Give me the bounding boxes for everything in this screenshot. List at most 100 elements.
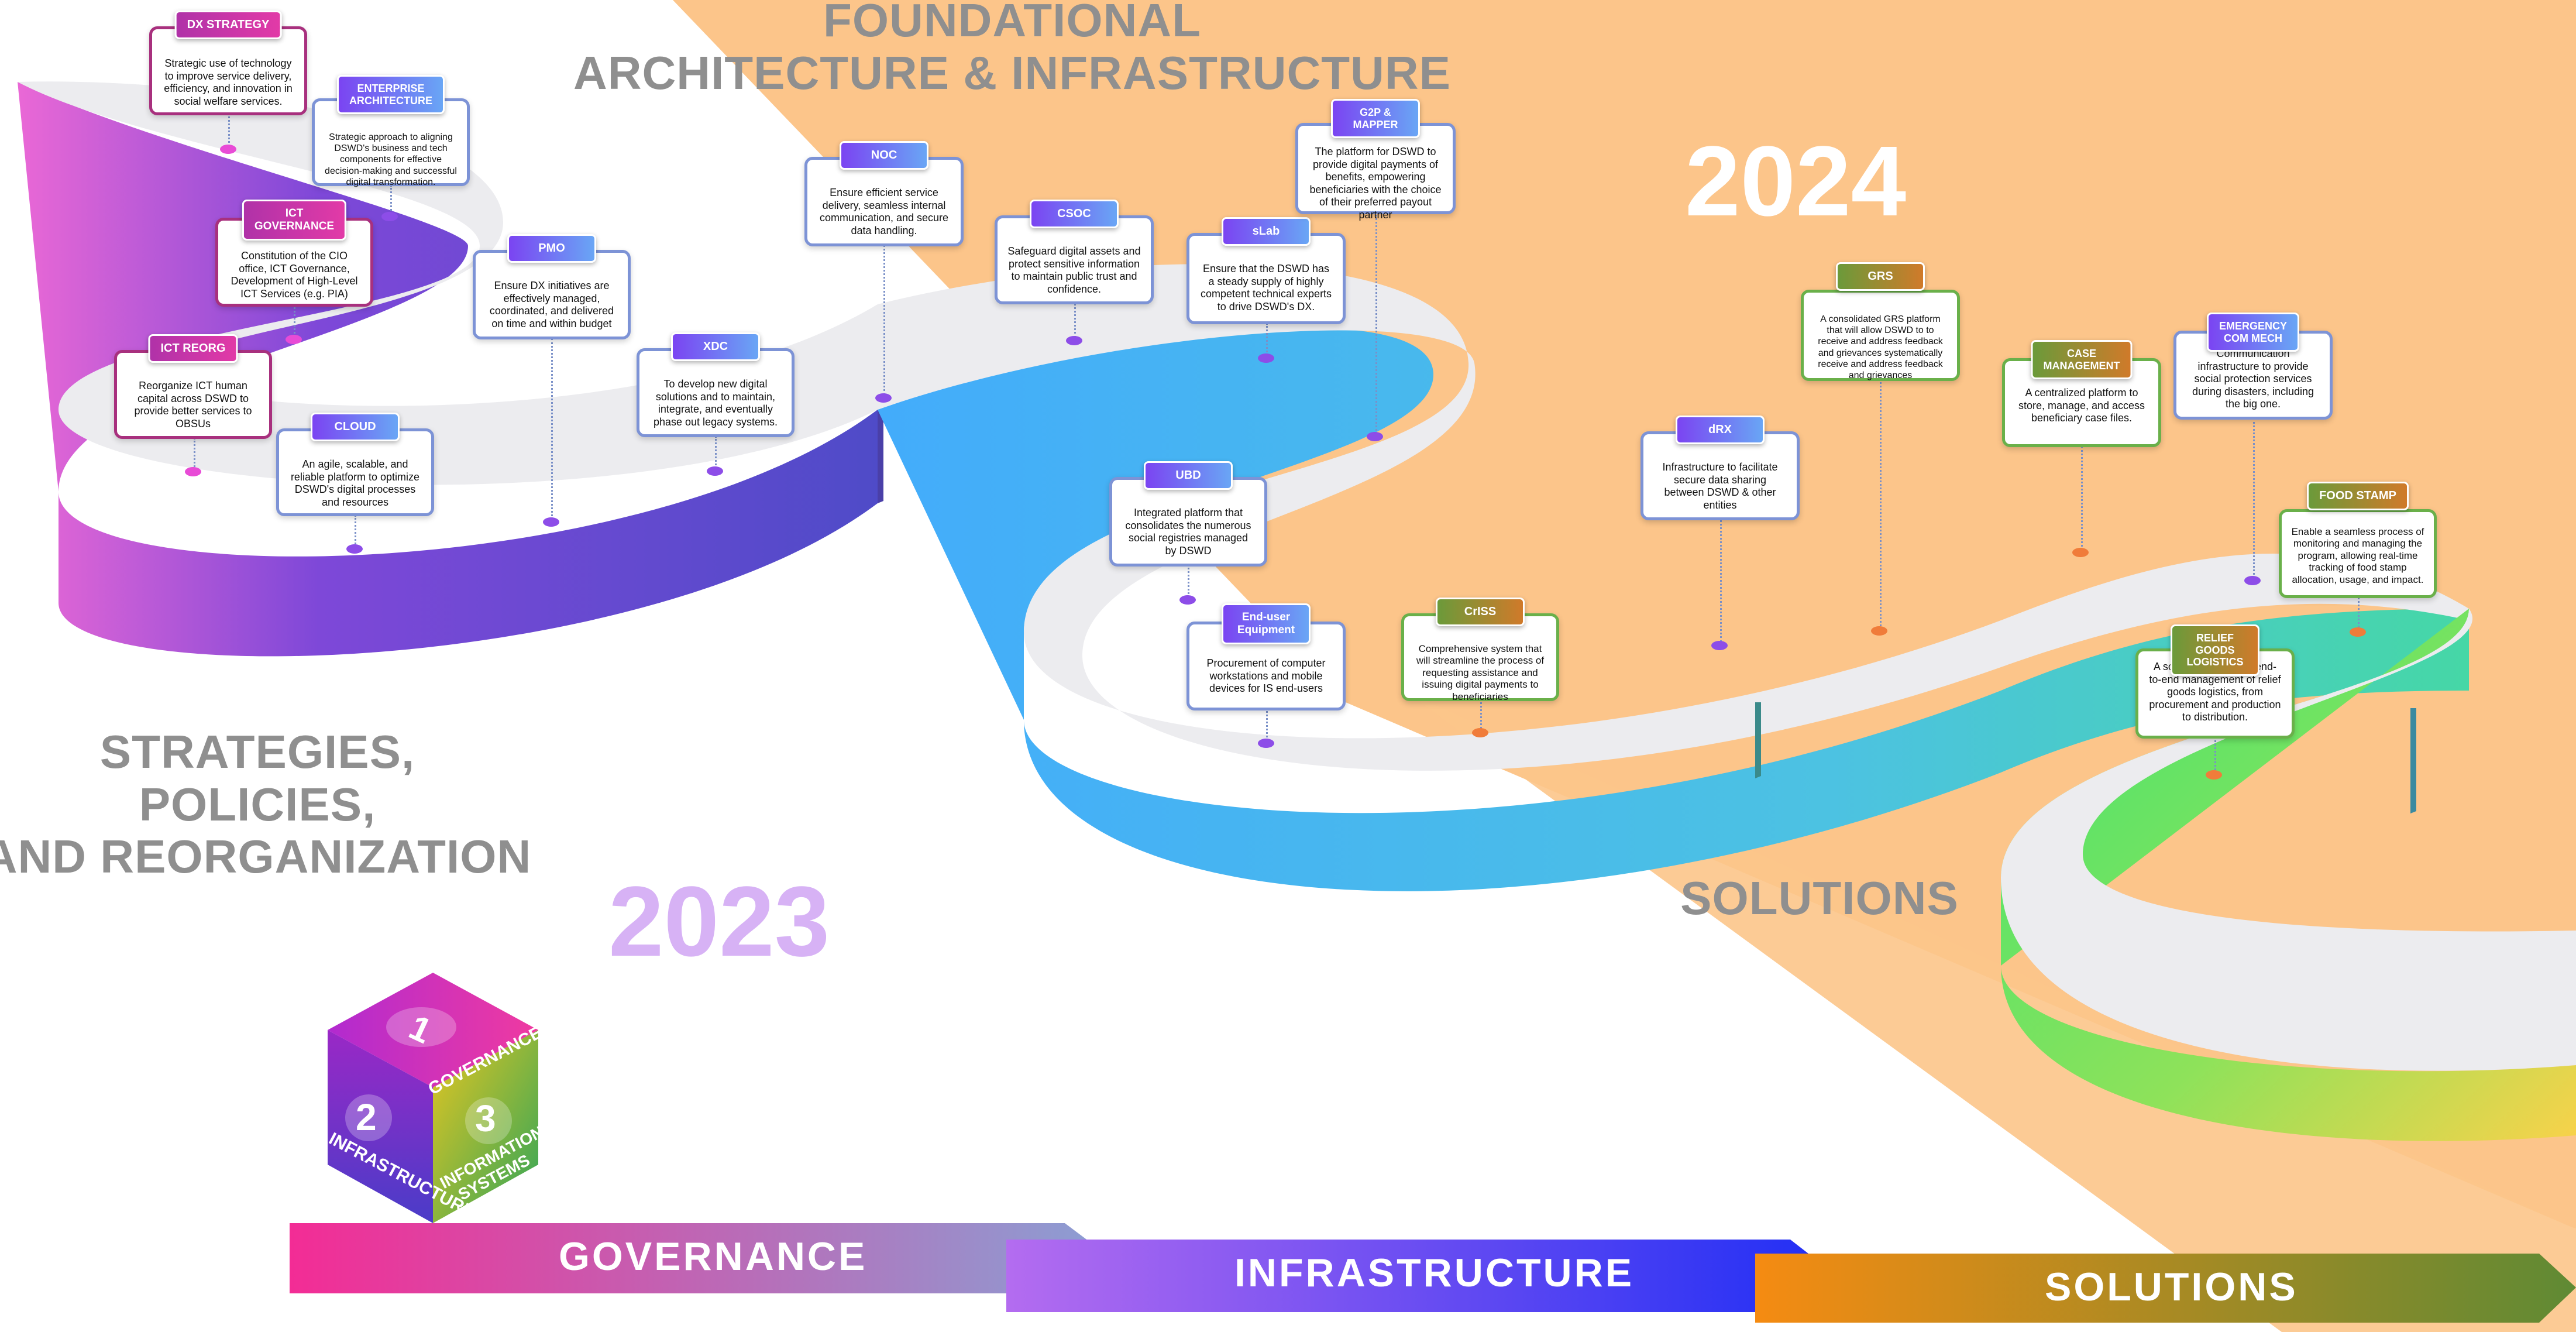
card-csoc[interactable]: CSOC Safeguard digital assets and protec… <box>995 200 1154 304</box>
section-title-foundational: FOUNDATIONAL ARCHITECTURE & INFRASTRUCTU… <box>573 0 1452 99</box>
section-title-solutions: SOLUTIONS <box>1680 872 1959 924</box>
milestone-dot <box>286 335 302 344</box>
card-end-user-equipment-title: End-user Equipment <box>1222 603 1311 644</box>
card-ict-governance-desc: Constitution of the CIO office, ICT Gove… <box>231 250 358 300</box>
card-slab[interactable]: sLab Ensure that the DSWD has a steady s… <box>1186 217 1346 324</box>
milestone-dot <box>2350 627 2366 637</box>
milestone-dot <box>2244 576 2261 585</box>
card-drx[interactable]: dRX Infrastructure to facilitate secure … <box>1640 416 1800 520</box>
card-noc-title: NOC <box>840 141 928 170</box>
connector-line <box>355 515 356 547</box>
milestone-dot <box>185 467 201 476</box>
card-dx-strategy-desc: Strategic use of technology to improve s… <box>164 57 293 107</box>
connector-line <box>715 436 717 469</box>
card-food-stamp[interactable]: FOOD STAMP Enable a seamless process of … <box>2279 482 2437 598</box>
milestone-dot <box>381 212 398 221</box>
connector-line <box>2214 736 2216 774</box>
card-ubd-desc: Integrated platform that consolidates th… <box>1125 507 1251 557</box>
card-cloud[interactable]: CLOUD An agile, scalable, and reliable p… <box>276 413 434 516</box>
connector-line <box>1880 379 1882 630</box>
milestone-dot <box>707 466 723 476</box>
cube-face-3-number: 3 <box>475 1097 496 1139</box>
card-pmo-desc: Ensure DX initiatives are effectively ma… <box>489 280 614 329</box>
connector-line <box>228 112 230 147</box>
connector-line <box>1188 565 1189 598</box>
year-2024: 2024 <box>1685 126 1907 237</box>
card-case-management-title: CASE MANAGEMENT <box>2031 340 2133 380</box>
connector-line <box>2253 418 2255 579</box>
milestone-dot <box>1472 728 1488 737</box>
connector-line <box>194 438 195 470</box>
card-xdc[interactable]: XDC To develop new digital solutions and… <box>637 332 795 437</box>
card-case-management[interactable]: CASE MANAGEMENT A centralized platform t… <box>2002 340 2161 447</box>
connector-line <box>883 245 885 396</box>
card-grs-title: GRS <box>1836 262 1925 291</box>
card-emergency-com-mech-desc: Communication infrastructure to provide … <box>2192 348 2314 410</box>
card-ict-governance-title: ICT GOVERNANCE <box>242 200 347 241</box>
card-grs-desc: A consolidated GRS platform that will al… <box>1818 314 1943 380</box>
milestone-dot <box>1367 432 1383 441</box>
card-criss-desc: Comprehensive system that will streamlin… <box>1416 643 1545 702</box>
card-slab-desc: Ensure that the DSWD has a steady supply… <box>1200 263 1332 313</box>
card-csoc-desc: Safeguard digital assets and protect sen… <box>1007 245 1141 295</box>
connector-line <box>294 304 295 337</box>
connector-line <box>1266 323 1268 356</box>
card-g2p-mapper-desc: The platform for DSWD to provide digital… <box>1309 146 1442 221</box>
card-slab-title: sLab <box>1222 217 1311 246</box>
card-xdc-title: XDC <box>671 332 760 361</box>
card-emergency-com-mech[interactable]: EMERGENCY COM MECH Communication infrast… <box>2173 313 2333 420</box>
connector-line <box>1720 520 1722 643</box>
card-g2p-mapper-title: G2P & MAPPER <box>1331 99 1420 139</box>
milestone-dot <box>1258 353 1274 363</box>
card-dx-strategy[interactable]: DX STRATEGY Strategic use of technology … <box>149 11 307 115</box>
connector-line <box>1074 303 1076 338</box>
milestone-dot <box>2206 770 2222 780</box>
milestone-dot <box>1711 641 1728 650</box>
card-cloud-title: CLOUD <box>311 413 400 441</box>
cube-face-2-number: 2 <box>356 1096 377 1138</box>
card-noc-desc: Ensure efficient service delivery, seaml… <box>819 187 949 236</box>
card-case-management-desc: A centralized platform to store, manage,… <box>2018 387 2145 424</box>
milestone-dot <box>346 544 363 554</box>
card-ict-reorg[interactable]: ICT REORG Reorganize ICT human capital a… <box>114 334 272 439</box>
card-drx-title: dRX <box>1676 416 1765 444</box>
card-pmo-title: PMO <box>507 234 596 263</box>
card-grs[interactable]: GRS A consolidated GRS platform that wil… <box>1801 262 1960 381</box>
card-emergency-com-mech-title: EMERGENCY COM MECH <box>2206 313 2300 352</box>
card-xdc-desc: To develop new digital solutions and to … <box>653 378 778 428</box>
card-drx-desc: Infrastructure to facilitate secure data… <box>1662 461 1778 511</box>
card-enterprise-architecture-desc: Strategic approach to aligning DSWD's bu… <box>325 132 457 187</box>
milestone-dot <box>875 393 892 403</box>
card-dx-strategy-title: DX STRATEGY <box>174 11 282 39</box>
card-food-stamp-title: FOOD STAMP <box>2307 482 2409 510</box>
card-ubd[interactable]: UBD Integrated platform that consolidate… <box>1109 461 1267 567</box>
card-enterprise-architecture-title: ENTERPRISE ARCHITECTURE <box>337 75 445 115</box>
card-criss[interactable]: CrISS Comprehensive system that will str… <box>1401 598 1559 702</box>
year-2023: 2023 <box>608 866 830 977</box>
milestone-dot <box>2072 548 2089 557</box>
card-csoc-title: CSOC <box>1030 200 1119 228</box>
card-relief-goods-logistics[interactable]: RELIEF GOODS LOGISTICS A solution to fac… <box>2135 624 2295 739</box>
connector-line <box>1480 699 1482 729</box>
card-end-user-equipment[interactable]: End-user Equipment Procurement of comput… <box>1186 603 1346 710</box>
card-noc[interactable]: NOC Ensure efficient service delivery, s… <box>804 141 964 246</box>
milestone-dot <box>543 517 559 527</box>
connector-line <box>1266 708 1268 741</box>
connector-line <box>2081 446 2083 550</box>
card-enterprise-architecture[interactable]: ENTERPRISE ARCHITECTURE Strategic approa… <box>312 75 470 187</box>
card-relief-goods-logistics-title: RELIEF GOODS LOGISTICS <box>2171 624 2259 677</box>
banner-infrastructure: INFRASTRUCTURE <box>1234 1251 1635 1295</box>
card-end-user-equipment-desc: Procurement of computer workstations and… <box>1206 657 1326 695</box>
card-cloud-desc: An agile, scalable, and reliable platfor… <box>290 458 420 508</box>
card-ubd-title: UBD <box>1144 461 1233 490</box>
banner-solutions: SOLUTIONS <box>2045 1265 2298 1309</box>
card-criss-title: CrISS <box>1436 598 1525 626</box>
milestone-dot <box>1179 595 1196 605</box>
card-food-stamp-desc: Enable a seamless process of monitoring … <box>2291 526 2424 585</box>
card-pmo[interactable]: PMO Ensure DX initiatives are effectivel… <box>473 234 631 339</box>
card-ict-governance[interactable]: ICT GOVERNANCE Constitution of the CIO o… <box>215 200 373 307</box>
card-g2p-mapper[interactable]: G2P & MAPPER The platform for DSWD to pr… <box>1295 99 1456 221</box>
milestone-dot <box>1066 336 1082 345</box>
banner-governance: GOVERNANCE <box>559 1234 868 1279</box>
card-ict-reorg-desc: Reorganize ICT human capital across DSWD… <box>134 380 252 430</box>
